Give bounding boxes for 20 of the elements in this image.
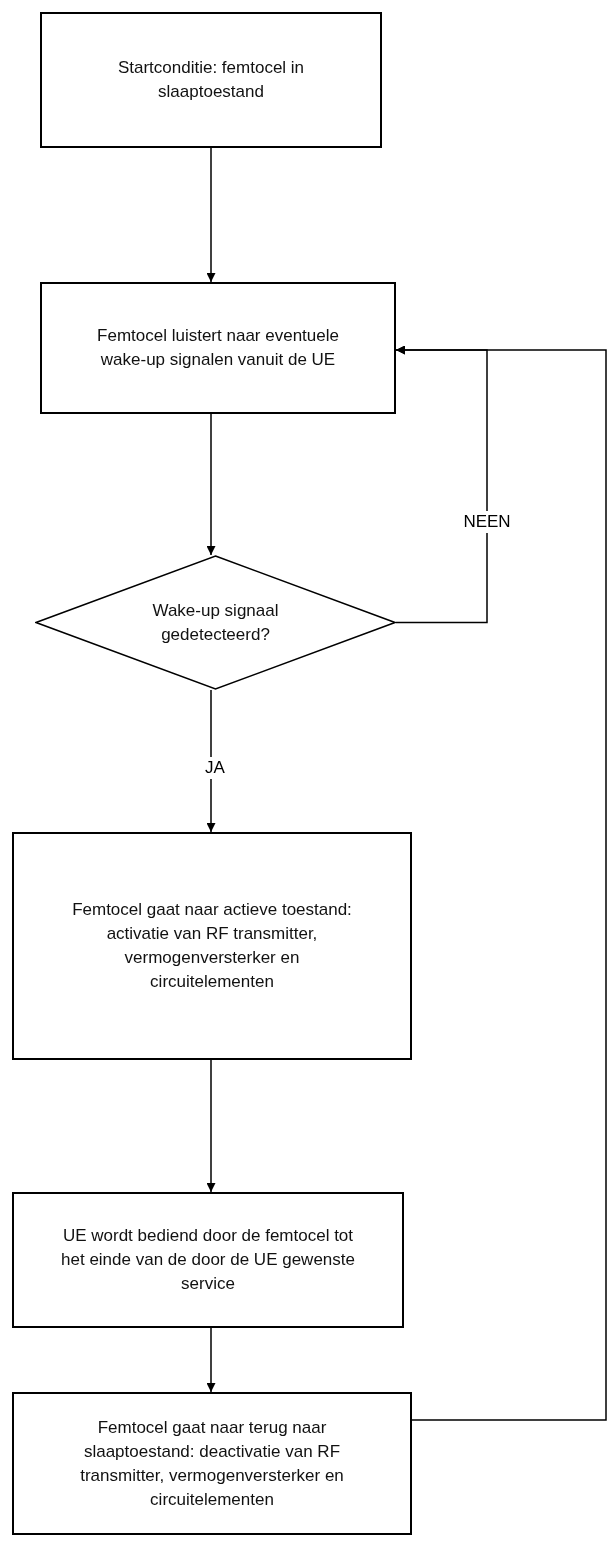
edge-label: NEEN bbox=[461, 511, 513, 533]
process-box bbox=[12, 1192, 404, 1328]
process-box bbox=[40, 282, 396, 414]
arrow bbox=[206, 1059, 216, 1193]
edge-label: JA bbox=[203, 757, 227, 779]
node-text: Femtocel luistert naar eventuele wake-up signalen vanuit de UE bbox=[96, 325, 340, 371]
arrow bbox=[206, 413, 216, 556]
arrow bbox=[206, 1327, 216, 1393]
node-text: Femtocel gaat naar terug naar slaaptoestand: deactivatie van RF transmitter, vermogenversterker en circuitelementen bbox=[79, 1416, 345, 1511]
arrow bbox=[206, 147, 216, 283]
process-box bbox=[12, 1392, 412, 1535]
start-box bbox=[40, 12, 382, 148]
node-text: Wake-up signaal gedetecteerd? bbox=[151, 599, 280, 646]
arrow bbox=[206, 689, 216, 833]
arrow bbox=[395, 345, 607, 1421]
node-text: Femtocel gaat naar actieve toestand: activatie van RF transmitter, vermogenversterker en circuitelementen bbox=[71, 899, 353, 993]
node-text: Startconditie: femtocel in slaaptoestand bbox=[116, 57, 306, 103]
decision-diamond bbox=[35, 555, 396, 690]
node-text: UE wordt bediend door de femtocel tot het einde van de door de UE gewenste service bbox=[60, 1225, 356, 1295]
process-box bbox=[12, 832, 412, 1060]
